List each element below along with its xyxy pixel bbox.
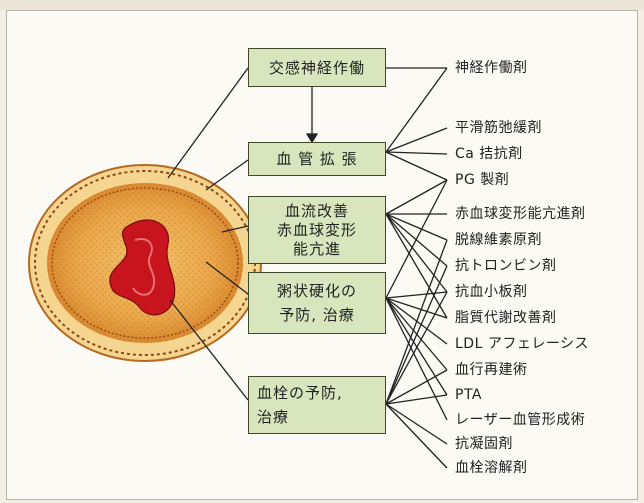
treatment-label: PG 製剤	[455, 172, 510, 188]
treatment-label: 神経作働剤	[455, 60, 528, 76]
treatment-label: 抗血小板剤	[455, 284, 528, 300]
treatment-label: 平滑筋弛緩剤	[455, 120, 542, 136]
treatment-label: 抗トロンビン剤	[455, 258, 557, 274]
box-thrombus-line1: 血栓の予防,	[257, 384, 343, 402]
box-atherosclerosis-line1: 粥状硬化の	[276, 282, 357, 300]
box-atherosclerosis-line2: 予防, 治療	[279, 306, 355, 324]
treatment-label: 赤血球変形能亢進剤	[455, 206, 586, 222]
box-vasodilation: 血 管 拡 張	[248, 142, 386, 176]
box-thrombus-line2: 治療	[257, 408, 290, 426]
box-sympathetic-label: 交感神経作働	[268, 58, 365, 77]
treatment-label: 血栓溶解剤	[455, 460, 528, 476]
treatment-label: 血行再建術	[455, 362, 528, 378]
box-bloodflow-line3: 能亢進	[292, 239, 341, 258]
box-thrombus-prevention: 血栓の予防, 治療	[248, 376, 386, 434]
header-strip	[0, 0, 644, 10]
treatment-label: レーザー血管形成術	[455, 412, 586, 428]
box-bloodflow-improvement: 血流改善 赤血球変形 能亢進	[248, 196, 386, 264]
box-atherosclerosis: 粥状硬化の 予防, 治療	[248, 272, 386, 334]
box-vasodilation-label: 血 管 拡 張	[276, 150, 358, 168]
treatment-label: LDL アフェレーシス	[455, 336, 590, 352]
vessel-cross-section	[28, 164, 262, 362]
box-bloodflow-line1: 血流改善	[284, 201, 349, 220]
box-bloodflow-line2: 赤血球変形	[276, 220, 357, 239]
treatment-label: 脂質代謝改善剤	[455, 310, 557, 326]
box-sympathetic-activation: 交感神経作働	[248, 48, 386, 87]
treatment-label: 脱線維素原剤	[455, 232, 542, 248]
treatment-label: PTA	[455, 387, 482, 403]
treatment-label: Ca 拮抗剤	[455, 146, 523, 162]
treatment-label: 抗凝固剤	[455, 436, 513, 452]
